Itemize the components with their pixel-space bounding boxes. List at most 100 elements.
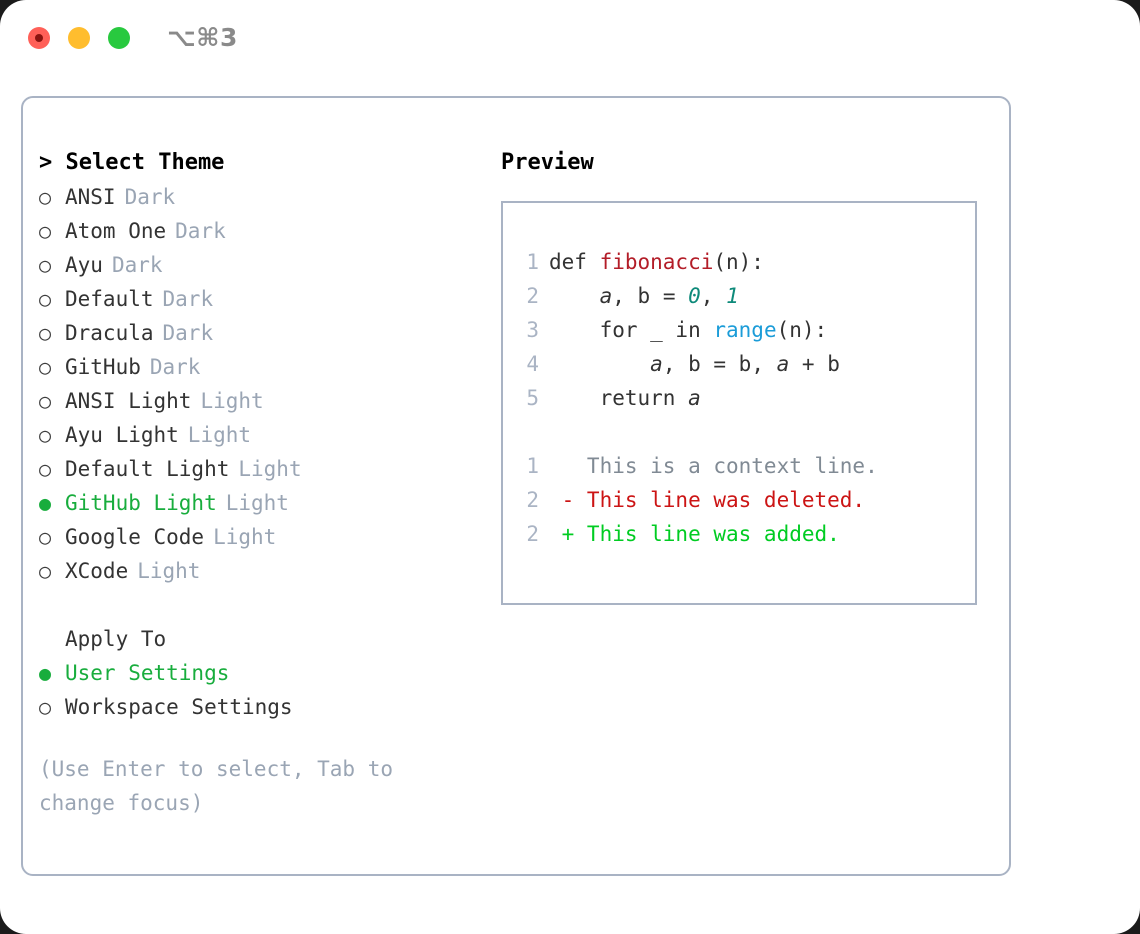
theme-option-label: ANSI Light xyxy=(65,389,192,413)
code-token-kw: + b xyxy=(789,352,840,376)
theme-option-label: Default Light xyxy=(65,457,230,481)
diff-line-number: 2 xyxy=(526,488,539,512)
keyboard-shortcut-label: ⌥⌘3 xyxy=(167,23,238,52)
theme-option-label: Dracula xyxy=(65,321,154,345)
code-line: 3 for _ in range(n): xyxy=(517,313,975,347)
code-token-fn: fibonacci xyxy=(599,250,714,274)
code-line-number: 3 xyxy=(526,318,539,342)
maximize-button[interactable] xyxy=(108,27,130,49)
radio-unselected-icon: ○ xyxy=(39,695,52,719)
diff-line-number: 2 xyxy=(526,522,539,546)
theme-variant-badge: Dark xyxy=(175,219,226,243)
code-token-kw: , b = b, xyxy=(662,352,777,376)
code-token-kw xyxy=(549,284,600,308)
keyboard-hint-text: (Use Enter to select, Tab to change focu… xyxy=(39,757,394,815)
radio-unselected-icon: ○ xyxy=(39,219,52,243)
theme-option-dracula[interactable]: ○ Dracula Dark xyxy=(39,316,469,350)
theme-variant-badge: Dark xyxy=(124,185,176,209)
theme-variant-badge: Light xyxy=(213,525,277,549)
theme-option-label: Ayu xyxy=(65,253,103,277)
code-token-num: 1 xyxy=(726,284,739,308)
apply-to-list[interactable]: ● User Settings ○Workspace Settings xyxy=(39,656,469,724)
code-token-var: a xyxy=(776,352,790,376)
code-line-number: 1 xyxy=(526,250,539,274)
apply-to-option-workspace-settings[interactable]: ○Workspace Settings xyxy=(39,690,469,724)
radio-unselected-icon: ○ xyxy=(39,355,52,379)
code-token-kw: , xyxy=(700,284,727,308)
code-token-kw: (n): xyxy=(776,318,828,342)
code-diff-separator xyxy=(517,415,975,449)
theme-variant-badge: Dark xyxy=(111,253,163,277)
diff-line-text: - This line was deleted. xyxy=(549,488,866,512)
theme-variant-badge: Dark xyxy=(162,287,214,311)
radio-unselected-icon: ○ xyxy=(39,321,52,345)
code-token-var: a xyxy=(599,284,613,308)
theme-option-google-code[interactable]: ○ Google Code Light xyxy=(39,520,469,554)
code-line: 1 def fibonacci(n): xyxy=(517,245,975,279)
diff-line-number: 1 xyxy=(526,454,539,478)
theme-variant-badge: Light xyxy=(187,423,252,447)
code-line: 2 a, b = 0, 1 xyxy=(517,279,975,313)
theme-option-label: XCode xyxy=(65,559,129,583)
code-token-var: a xyxy=(650,352,663,376)
code-line-number: 4 xyxy=(526,352,539,376)
theme-variant-badge: Light xyxy=(225,491,289,515)
theme-variant-badge: Dark xyxy=(149,355,201,379)
diff-line-add: 2 + This line was added. xyxy=(517,517,975,551)
code-line-number: 5 xyxy=(526,386,539,410)
code-line-number: 2 xyxy=(526,284,539,308)
code-token-kw: return xyxy=(549,386,689,410)
preview-heading: Preview xyxy=(501,150,594,175)
title-bar: ⌥⌘3 xyxy=(0,0,1140,78)
apply-to-option-label: User Settings xyxy=(65,661,230,685)
diff-line-text: + This line was added. xyxy=(549,522,840,546)
code-token-kw: def xyxy=(549,250,600,274)
code-token-kw: (n): xyxy=(713,250,764,274)
code-token-var: a xyxy=(688,386,701,410)
apply-to-heading: ○ Apply To xyxy=(39,622,469,656)
diff-line-del: 2 - This line was deleted. xyxy=(517,483,975,517)
apply-to-label: Apply To xyxy=(65,627,167,651)
diff-line-ctx: 1 This is a context line. xyxy=(517,449,975,483)
code-token-kw xyxy=(549,352,650,376)
theme-option-label: Google Code xyxy=(65,525,205,549)
radio-selected-icon: ● xyxy=(39,491,52,515)
radio-unselected-icon: ○ xyxy=(39,253,52,277)
apply-to-option-user-settings[interactable]: ● User Settings xyxy=(39,656,469,690)
radio-unselected-icon: ○ xyxy=(39,525,52,549)
theme-variant-badge: Dark xyxy=(162,321,214,345)
radio-unselected-icon: ○ xyxy=(39,389,52,413)
radio-unselected-icon: ○ xyxy=(39,559,52,583)
code-token-kw: for _ in xyxy=(549,318,714,342)
radio-unselected-icon: ○ xyxy=(39,423,52,447)
radio-unselected-icon: ○ xyxy=(39,457,52,481)
list-spacer xyxy=(39,588,469,622)
code-line: 5 return a xyxy=(517,381,975,415)
diff-sample: 1 This is a context line.2 - This line w… xyxy=(517,449,975,551)
code-token-num: 0 xyxy=(688,284,701,308)
select-theme-heading: > Select Theme xyxy=(39,150,225,175)
diff-line-text: This is a context line. xyxy=(549,454,878,478)
code-token-kw: , xyxy=(612,284,638,308)
radio-selected-icon: ● xyxy=(39,661,52,685)
theme-option-label: ANSI xyxy=(65,185,116,209)
minimize-button[interactable] xyxy=(68,27,90,49)
radio-unselected-icon: ○ xyxy=(39,287,52,311)
close-button[interactable] xyxy=(28,27,50,49)
theme-option-ayu[interactable]: ○ Ayu Dark xyxy=(39,248,469,282)
